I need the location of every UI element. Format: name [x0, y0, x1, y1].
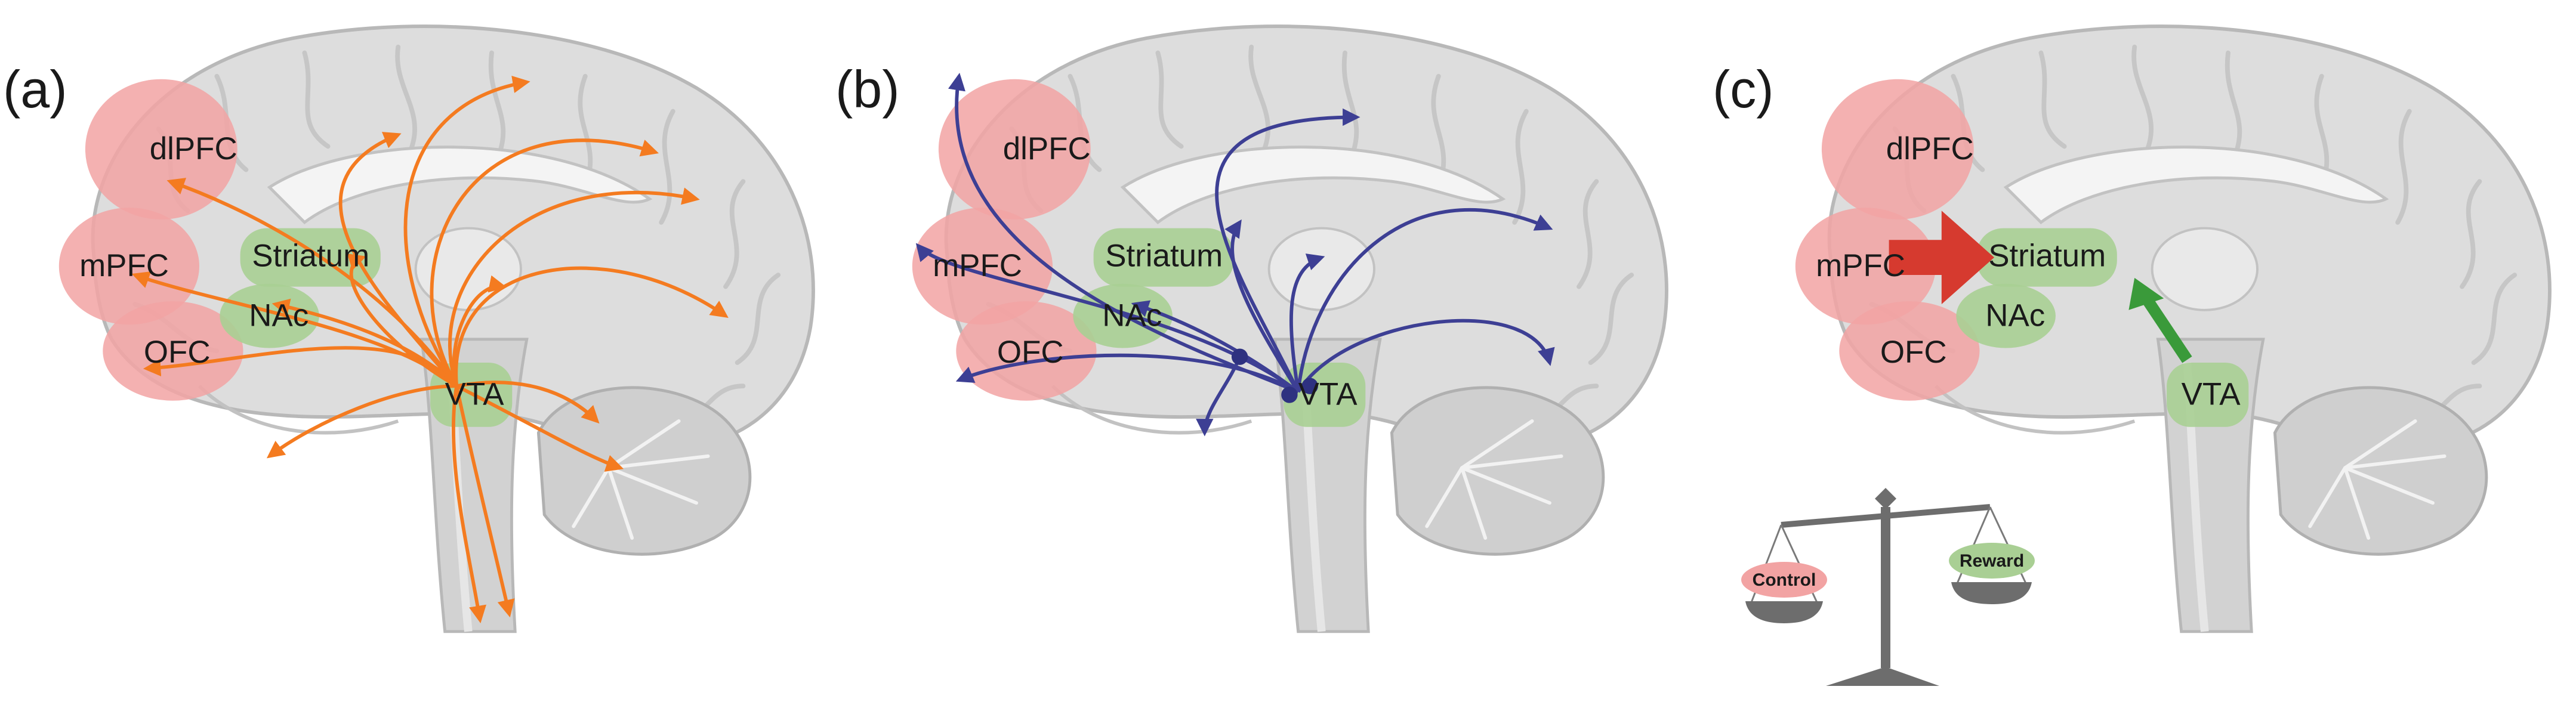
nac-region-a	[220, 283, 319, 348]
ofc-label-c: OFC	[1880, 335, 1947, 370]
striatum-label-a: Striatum	[252, 238, 369, 273]
panel-label-c: (c)	[1713, 60, 1774, 119]
dlpfc-region-c	[1821, 79, 1974, 219]
panel-b: (b)	[835, 26, 1667, 632]
striatum-label-c: Striatum	[1988, 238, 2106, 273]
vta-label-b: VTA	[1298, 377, 1358, 412]
mpfc-label-a: mPFC	[79, 248, 169, 283]
control-weight	[1741, 562, 1827, 598]
ofc-region-a	[103, 301, 243, 401]
ofc-region-c	[1839, 301, 1980, 401]
panel-label-a: (a)	[3, 60, 67, 119]
ofc-label-b: OFC	[997, 335, 1064, 370]
striatum-label-b: Striatum	[1105, 238, 1223, 273]
vta-region-b	[1284, 363, 1366, 427]
vta-label-a: VTA	[445, 377, 505, 412]
mpfc-region-c	[1795, 208, 1936, 325]
mpfc-region-b	[912, 208, 1053, 325]
mpfc-label-b: mPFC	[933, 248, 1022, 283]
ofc-region-b	[956, 301, 1097, 401]
panel-a: (a)	[3, 26, 813, 632]
dlpfc-label-a: dlPFC	[150, 131, 237, 166]
brain-illustration-a: dlPFC mPFC OFC Striatum NAc VTA	[58, 26, 813, 632]
panel-c: (c) dlPFC mPFC OFC Striatum NAc VTA	[1713, 26, 2550, 686]
ofc-label-a: OFC	[144, 335, 211, 370]
reward-label: Reward	[1960, 551, 2024, 571]
mpfc-region-a	[58, 208, 199, 325]
brain-illustration-c: dlPFC mPFC OFC Striatum NAc VTA	[1795, 26, 2550, 632]
reward-strength-arrow-head	[2128, 277, 2164, 310]
balance-scale-icon: Control Reward	[1741, 488, 2035, 686]
dopamine-pathways-a	[131, 75, 729, 623]
reward-weight	[1949, 543, 2035, 579]
brain-illustration-b: dlPFC mPFC OFC Striatum NAc VTA	[912, 26, 1667, 632]
dlpfc-label-c: dlPFC	[1886, 131, 1974, 166]
vta-region-c	[2167, 363, 2249, 427]
mpfc-label-c: mPFC	[1816, 248, 1905, 283]
dlpfc-region-a	[85, 79, 237, 219]
nac-label-b: NAc	[1102, 298, 1162, 333]
vta-label-c: VTA	[2182, 377, 2241, 412]
panel-label-b: (b)	[835, 60, 900, 119]
nac-region-c	[1956, 283, 2056, 348]
nac-label-c: NAc	[1985, 298, 2045, 333]
control-strength-arrow	[1889, 211, 1994, 304]
dlpfc-label-b: dlPFC	[1003, 131, 1091, 166]
striatum-region-c	[1976, 228, 2117, 287]
control-label: Control	[1753, 570, 1816, 590]
neuron-bodies-b	[1231, 348, 1318, 403]
striatum-region-a	[240, 228, 381, 287]
striatum-region-b	[1093, 228, 1234, 287]
nac-label-a: NAc	[249, 298, 308, 333]
